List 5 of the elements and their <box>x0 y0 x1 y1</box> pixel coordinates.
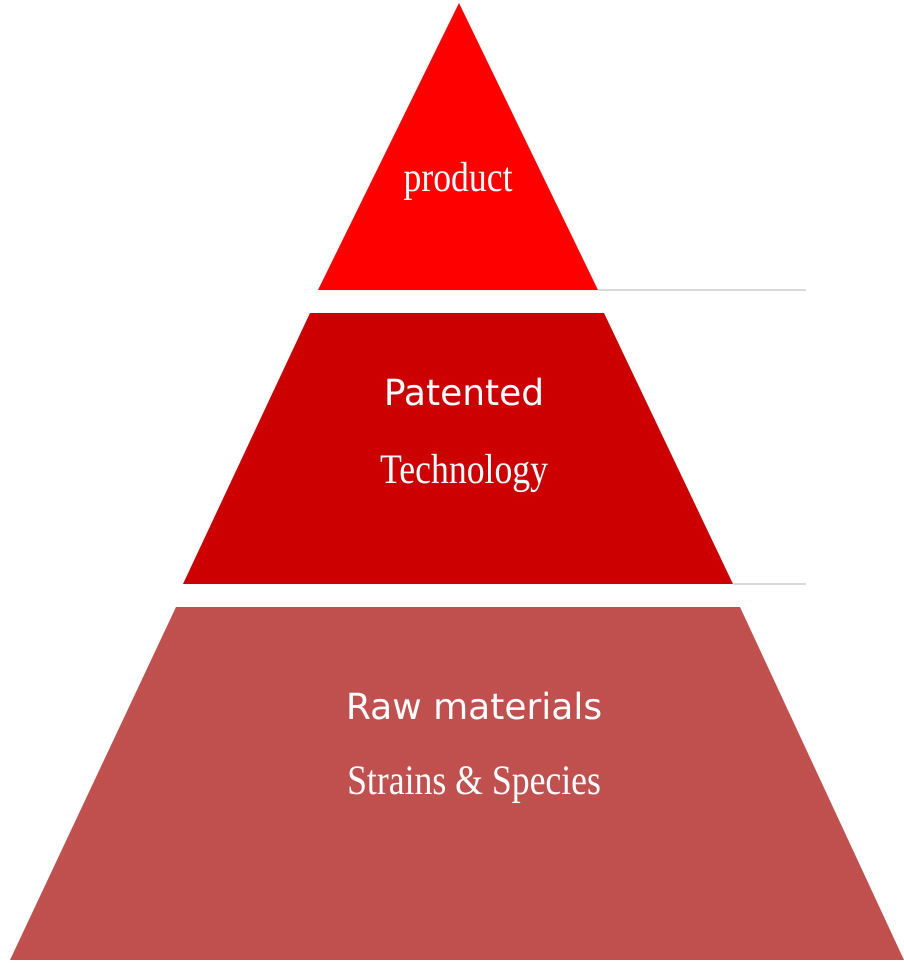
tier-label: Technology <box>378 446 550 494</box>
tier-label: Raw materials <box>344 687 604 728</box>
tier-label: Strains & Species <box>346 757 602 805</box>
tier-label: Patented <box>382 373 546 414</box>
tier-label: product <box>402 154 514 202</box>
